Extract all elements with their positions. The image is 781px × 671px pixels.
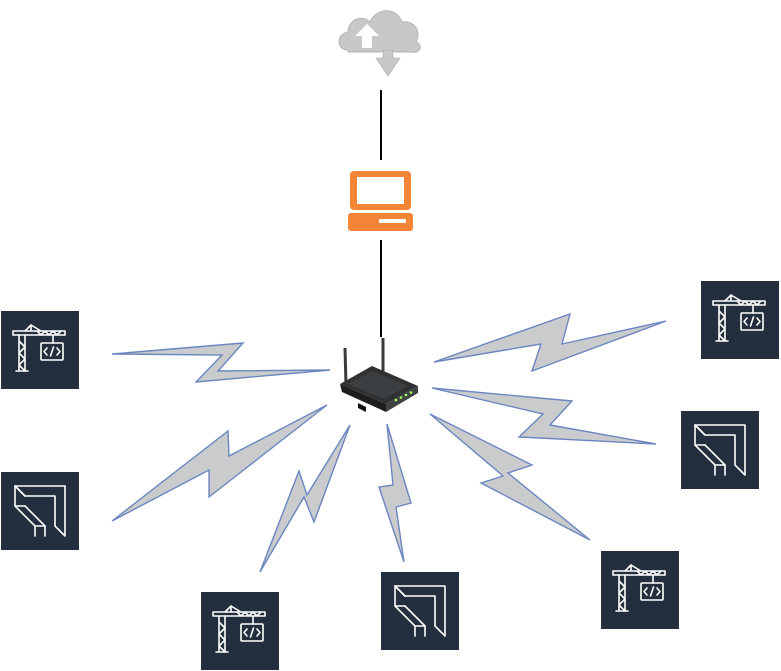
wireless-link-device-4	[378, 423, 412, 563]
cloud-upload-download-icon	[338, 10, 421, 77]
device-5-crane-code-icon	[601, 551, 679, 629]
device-2-corner-arrow-icon	[1, 472, 79, 550]
wireless-link-device-3	[259, 424, 351, 573]
device-1-crane-code-icon	[1, 311, 79, 389]
desktop-computer-icon	[348, 171, 413, 231]
wireless-link-device-7	[433, 312, 667, 373]
device-4-corner-arrow-icon	[381, 572, 459, 650]
wireless-link-device-6	[431, 387, 657, 445]
wireless-link-device-2	[111, 404, 328, 522]
device-3-crane-code-icon	[201, 592, 279, 670]
wireless-link-device-1	[111, 342, 331, 383]
wireless-router-icon	[340, 338, 418, 412]
device-6-corner-arrow-icon	[681, 411, 759, 489]
wireless-link-device-5	[429, 413, 591, 541]
device-7-crane-code-icon	[701, 281, 779, 359]
